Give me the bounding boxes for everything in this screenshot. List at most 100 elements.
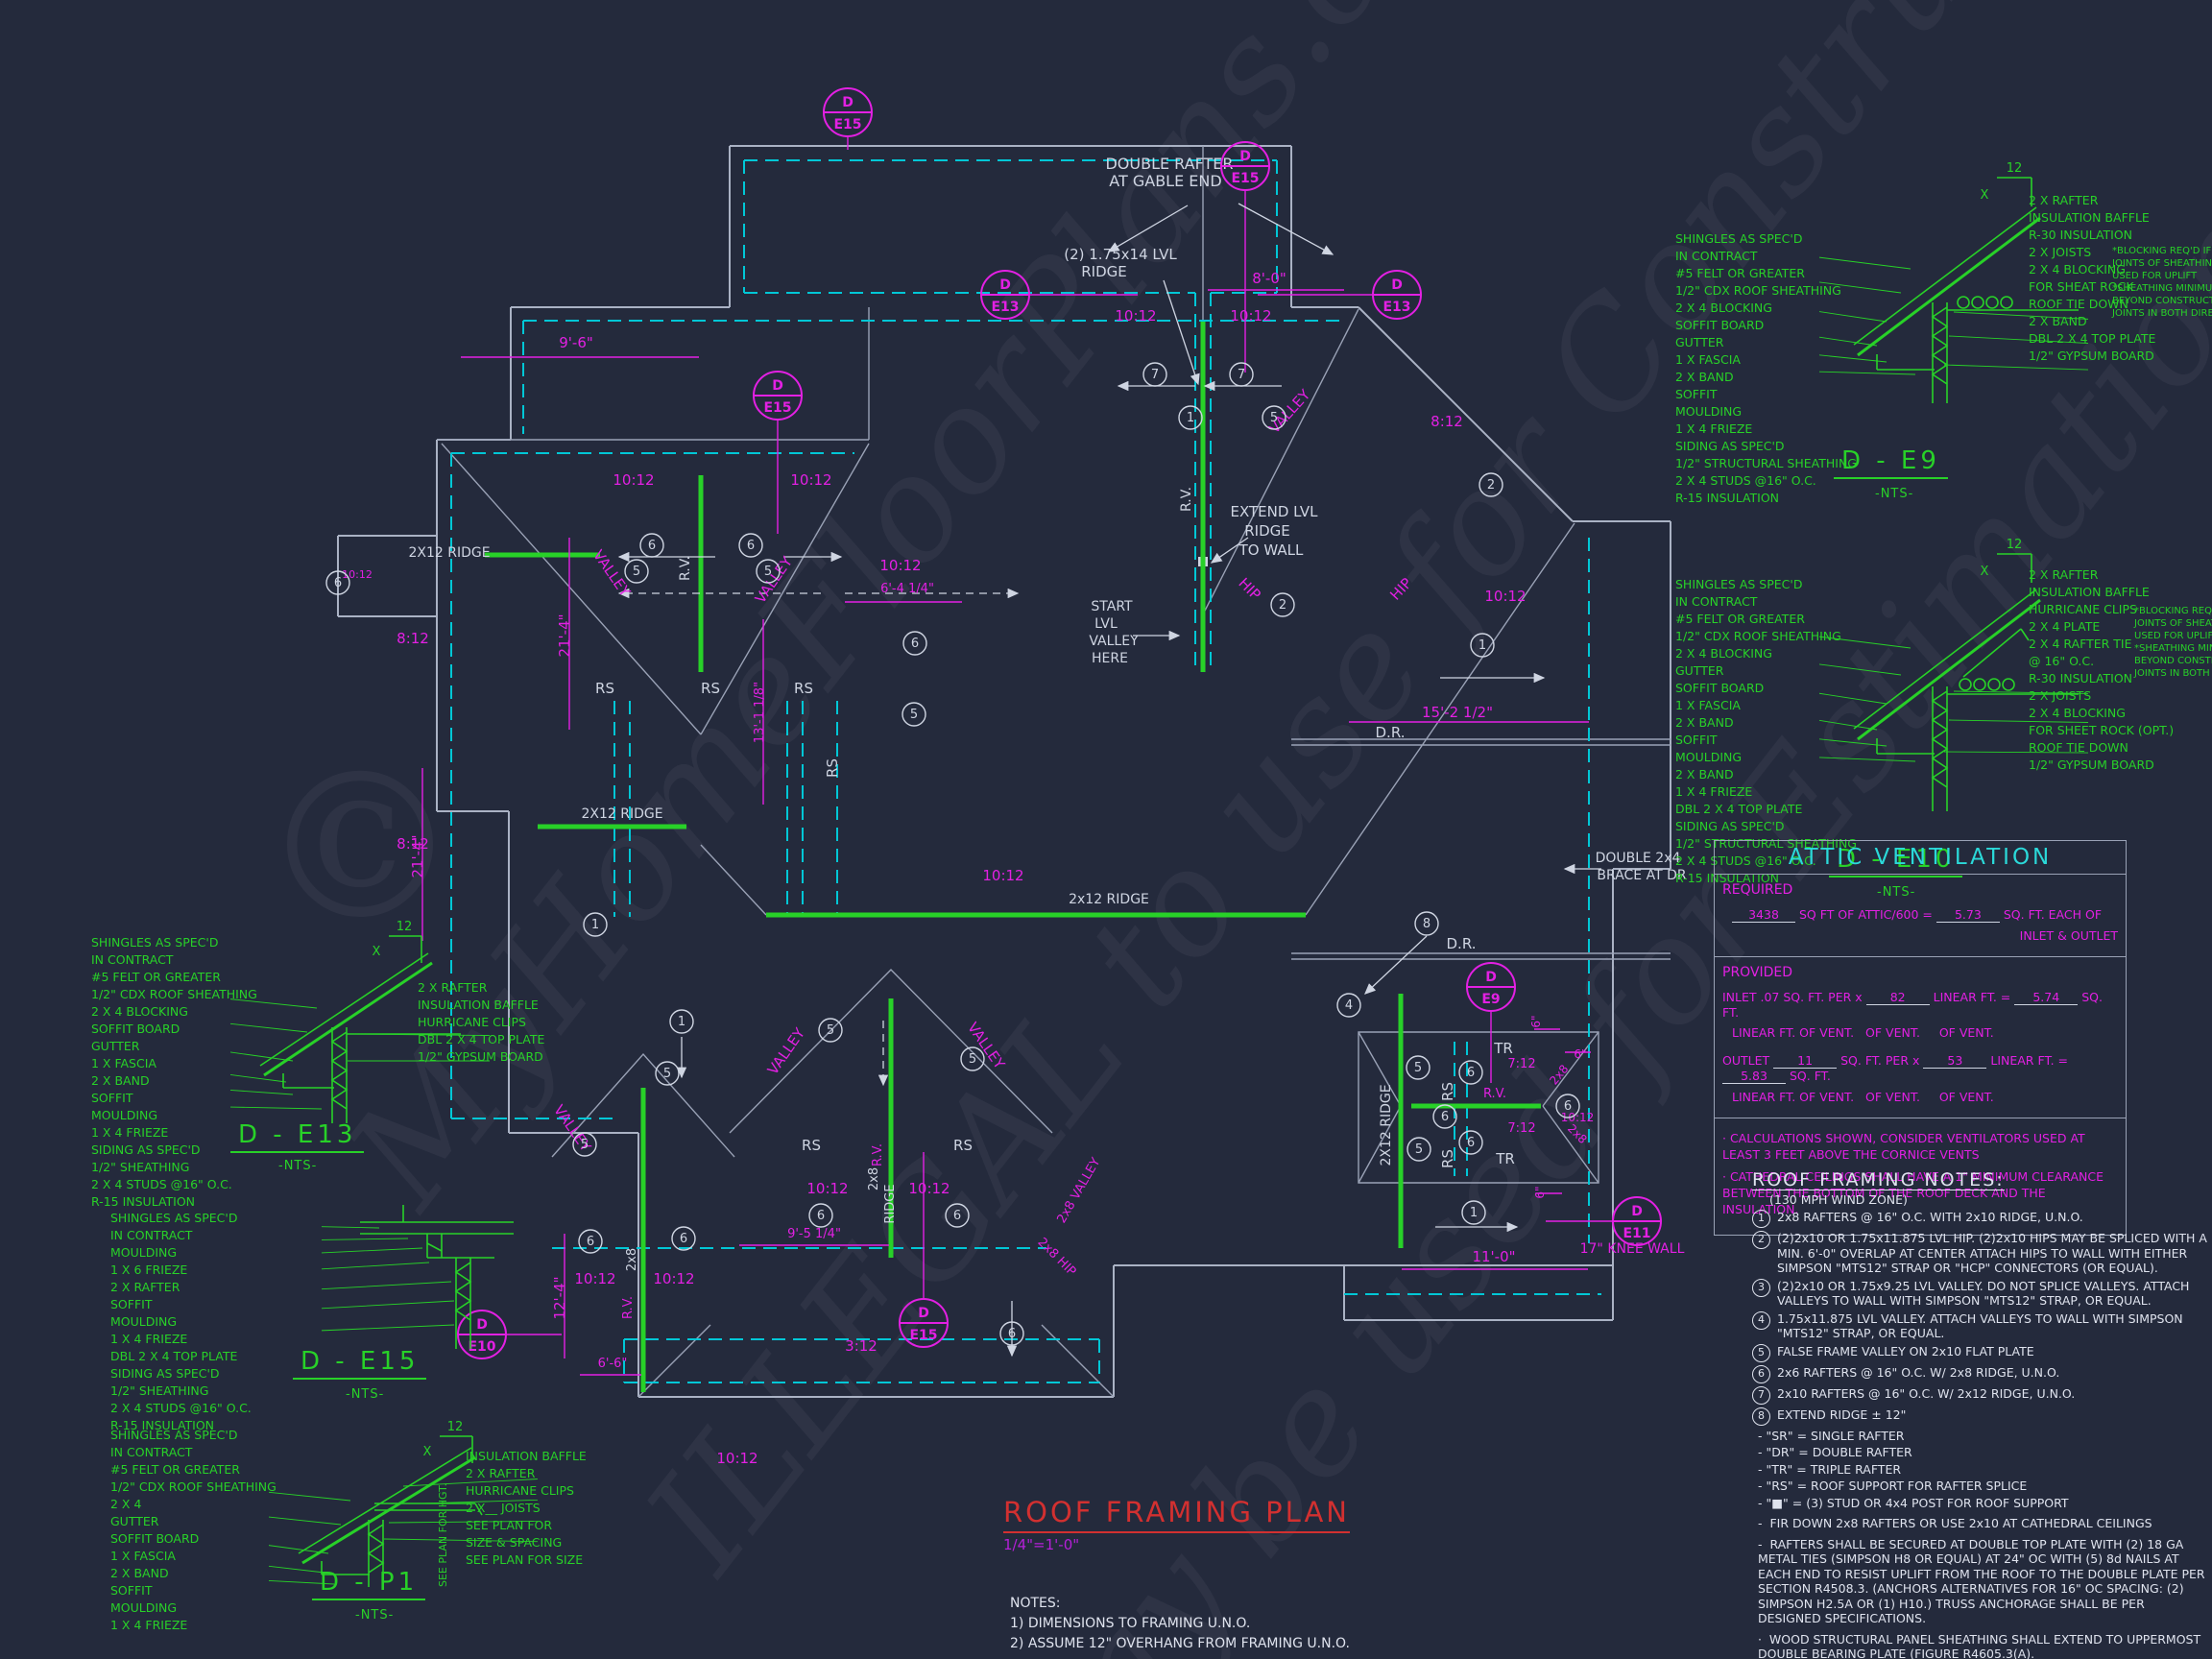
plan-label: R.V.: [678, 556, 693, 581]
attic-outlet-sub2: OF VENT.: [1865, 1090, 1920, 1104]
detail-label: #5 FELT OR GREATER: [1675, 266, 1805, 280]
detail-label: 2 X RAFTER: [2029, 567, 2099, 582]
detail-label: MOULDING: [110, 1600, 178, 1615]
attic-required-units: SQ. FT. EACH OF: [2003, 907, 2103, 922]
note-bubble: [1414, 911, 1439, 936]
detail-label: *SHEATHING MINIMUM 1/2": [2112, 283, 2212, 294]
detail-label: GUTTER: [1675, 663, 1724, 678]
attic-outlet-linear-ft: 53: [1923, 1053, 1987, 1069]
porch-eave-section-drawing: 12 X: [269, 1420, 538, 1587]
plan-overhang-dashed: [450, 159, 1601, 1383]
note-bubble-number: 6: [648, 539, 656, 553]
detail-label: USED FOR UPLIFT: [2112, 271, 2198, 281]
plan-label: 10:12: [806, 1180, 848, 1197]
plan-label: TR: [1495, 1150, 1515, 1167]
detail-e9-star-notes: *BLOCKING REQ'D IF ALL JOINTS OF SHEATHI…: [2112, 245, 2212, 320]
detail-label: SOFFIT: [1675, 733, 1718, 747]
detail-label: 2 X 4 BLOCKING: [1675, 646, 1772, 661]
detail-label: INSULATION BAFFLE: [2029, 210, 2150, 225]
detail-label: 2 X__ JOISTS: [466, 1501, 541, 1515]
detail-label: 2 X BAND: [91, 1073, 150, 1088]
plan-label: D.R.: [1447, 935, 1477, 952]
detail-label: IN CONTRACT: [110, 1445, 193, 1459]
note-bubble: [1458, 1130, 1483, 1155]
note-bubble: [639, 533, 664, 558]
detail-label: 1 X 4 FRIEZE: [1675, 784, 1753, 799]
note-bubble-number: 5: [1270, 411, 1278, 425]
page-title: ROOF FRAMING PLAN: [1003, 1496, 1350, 1533]
detail-label: 2 X 4 STUDS @16" O.C.: [1675, 473, 1816, 488]
plan-label: 2x8: [625, 1248, 639, 1271]
plan-label: 15'-2 1/2": [1422, 704, 1493, 721]
detail-label: *SHEATHING MINIMUM 1/2": [2134, 643, 2212, 654]
attic-note-1: · CALCULATIONS SHOWN, CONSIDER VENTILATO…: [1722, 1131, 2085, 1162]
detail-callout-sheet: D: [999, 277, 1011, 293]
detail-label: 2 X BAND: [2029, 314, 2087, 328]
plan-label: RIDGE: [1081, 263, 1127, 280]
detail-callout-sheet: D: [1485, 970, 1497, 985]
detail-e13-title: D - E13: [230, 1120, 365, 1153]
plan-label: VALLEY: [589, 546, 635, 600]
plan-label: 10:12: [1484, 588, 1526, 605]
detail-callout-sheet: D: [918, 1306, 929, 1321]
attic-required-units2: INLET & OUTLET: [2019, 928, 2118, 943]
note-text: FALSE FRAME VALLEY ON 2x10 FLAT PLATE: [1777, 1343, 2034, 1358]
eave-section-drawing: 12 X: [1819, 161, 2088, 403]
plan-label: 2X12 RIDGE: [408, 545, 490, 561]
note-bubble: [1479, 472, 1503, 497]
detail-label: 2 X RAFTER: [466, 1466, 536, 1480]
detail-label: SOFFIT BOARD: [91, 1022, 180, 1036]
detail-label: 1/2" STRUCTURAL SHEATHING: [1675, 456, 1857, 470]
detail-label: #5 FELT OR GREATER: [110, 1462, 240, 1477]
plan-label: 10:12: [1115, 307, 1156, 325]
slope-run-label: X: [423, 1445, 432, 1459]
detail-label: SIDING AS SPEC'D: [91, 1142, 201, 1157]
attic-inlet-sub2: OF VENT.: [1865, 1025, 1920, 1040]
plan-label: 2x8 HIP: [1035, 1236, 1079, 1280]
plan-label: RS: [701, 680, 720, 697]
plan-label: 11'-0": [1472, 1248, 1515, 1265]
detail-label: IN CONTRACT: [110, 1228, 193, 1242]
detail-label: DBL 2 X 4 TOP PLATE: [110, 1349, 238, 1363]
note-number: 4: [1752, 1310, 1770, 1330]
note-bubble: [1270, 592, 1295, 617]
note-bubble: [583, 912, 608, 937]
detail-label: SOFFIT: [110, 1583, 153, 1598]
roof-framing-notes: ROOF FRAMING NOTES: (130 MPH WIND ZONE) …: [1752, 1171, 2211, 1659]
note-bubble: [1178, 405, 1203, 430]
plan-label: 10:12: [716, 1450, 757, 1467]
detail-label: 1/2" CDX ROOF SHEATHING: [110, 1479, 276, 1494]
plan-label: 8:12: [1431, 413, 1463, 430]
slope-run-label: X: [1981, 188, 1989, 203]
note-bubble-number: 6: [334, 576, 342, 590]
plan-label: HERE: [1092, 651, 1128, 666]
detail-e13-scale: -NTS-: [278, 1159, 318, 1173]
attic-provided-section: PROVIDED INLET .07 SQ. FT. PER x 82 LINE…: [1715, 957, 2126, 1118]
detail-label: 2 X RAFTER: [110, 1280, 180, 1294]
detail-label: ROOF TIE DOWN: [2029, 740, 2128, 755]
detail-e15-scale: -NTS-: [346, 1387, 385, 1402]
note-text: 1.75x11.875 LVL VALLEY. ATTACH VALLEYS T…: [1777, 1310, 2183, 1341]
detail-label: MOULDING: [110, 1314, 178, 1329]
detail-label: SEE PLAN FOR: [466, 1518, 553, 1532]
detail-e10-scale: -NTS-: [1877, 885, 1916, 900]
plan-label: HIP: [1386, 574, 1415, 603]
detail-label: IN CONTRACT: [1675, 594, 1758, 609]
note-bubble-number: 4: [1345, 998, 1353, 1013]
slope-rise-label: 12: [447, 1420, 464, 1434]
detail-label: 2 X 4 BLOCKING: [91, 1004, 188, 1019]
plan-label: 17" KNEE WALL: [1580, 1241, 1685, 1257]
detail-label: SIZE & SPACING: [466, 1535, 563, 1550]
detail-label: 2 X 4 BLOCKING: [2029, 706, 2126, 720]
detail-label: SOFFIT: [1675, 387, 1718, 401]
attic-outlet-formula: SQ. FT. PER x: [1840, 1053, 1920, 1068]
note-bubble-number: 2: [1279, 598, 1286, 613]
detail-label: *BLOCKING REQ'D IF ALL: [2112, 246, 2212, 256]
note-bubble: [1142, 362, 1167, 387]
note-bubble-number: 5: [1415, 1142, 1423, 1157]
